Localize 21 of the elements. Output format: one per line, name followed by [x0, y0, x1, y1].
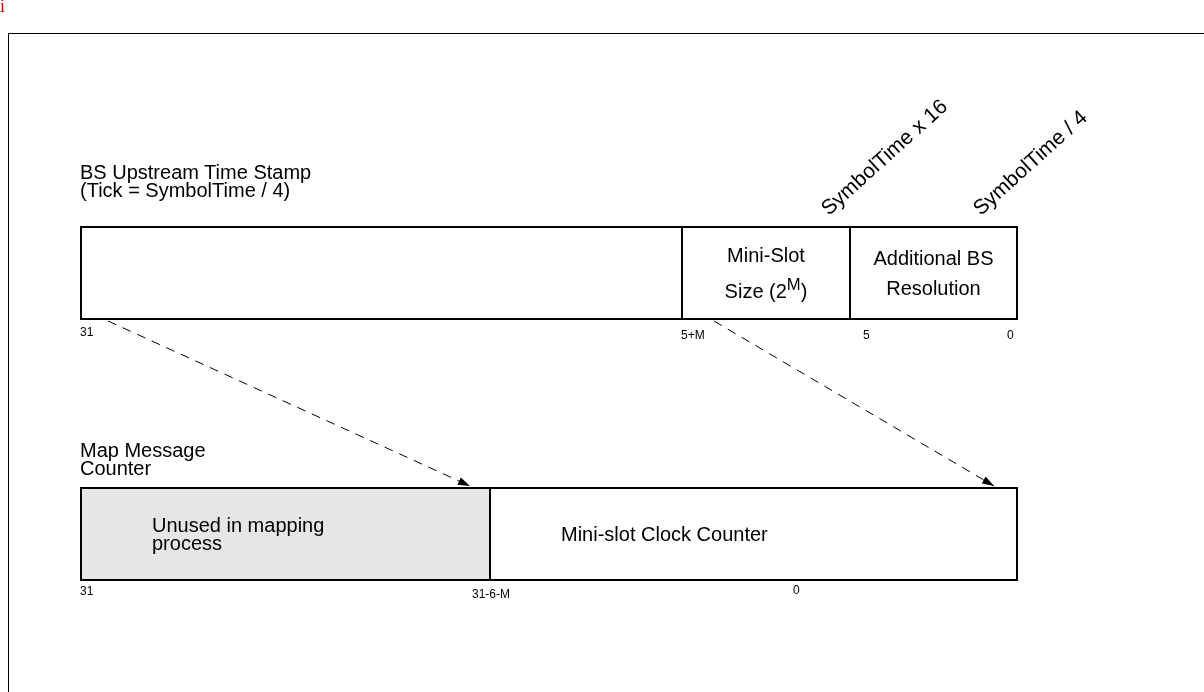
bit-number: 31-6-M: [472, 587, 510, 601]
dashed-arrow: [713, 320, 995, 487]
empty-register-field: [80, 226, 683, 320]
register-title: Map Message Counter: [80, 441, 207, 477]
register-field: [489, 487, 1018, 581]
register-title: BS Upstream Time Stamp (Tick = SymbolTime / 4): [80, 163, 313, 199]
field-label: Additional BS Resolution: [872, 246, 995, 301]
field-label: Unused in mapping process: [152, 516, 326, 552]
register-field: [80, 487, 491, 581]
dashed-arrow: [107, 320, 471, 487]
bit-number: 0: [793, 583, 800, 597]
bit-number: 0: [1007, 328, 1014, 342]
bit-number: 5: [863, 328, 870, 342]
register-field: [681, 226, 851, 320]
page-marker: i: [0, 0, 5, 17]
register-field: [849, 226, 1018, 320]
bit-number: 31: [80, 325, 94, 339]
field-label: Mini-slot Clock Counter: [561, 522, 768, 546]
bit-number: 5+M: [681, 328, 705, 342]
bit-number: 31: [80, 584, 94, 598]
field-label: Mini-Slot Size (2$^{M}$): [723, 243, 809, 304]
